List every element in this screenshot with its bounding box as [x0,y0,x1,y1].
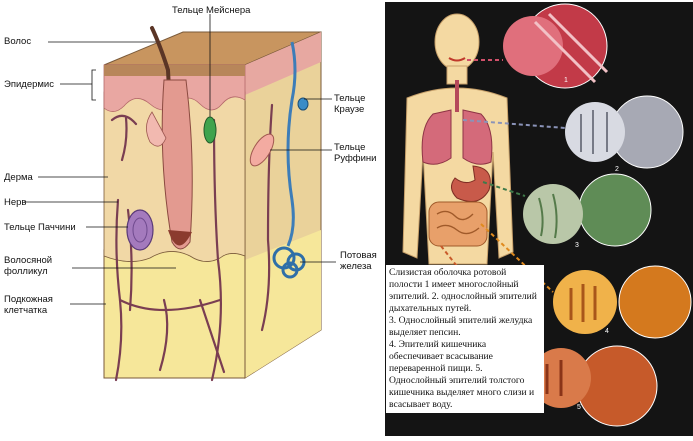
stomach [451,165,491,203]
epithelium-panel: 1 2 3 4 5 [385,2,693,436]
label-dermis: Дерма [4,172,33,183]
epithelium-circle-3 [523,173,652,247]
left-lung [421,109,452,165]
epidermis-top-band [104,65,245,76]
follicle-bulb [168,230,192,246]
label-hair: Волос [4,36,32,47]
hair-shaft [150,26,178,232]
circle-number-5: 5 [577,404,581,411]
krause-bulb [297,97,309,111]
hair-follicle [161,79,193,250]
meissner-corpuscle [203,116,217,144]
epithelium-circle-5 [531,345,658,427]
intestine-coils [436,210,480,235]
label-epidermis: Эпидермис [4,79,54,90]
label-nerve: Нерв [4,197,27,208]
skin-diagram [24,14,336,382]
sweat-gland [272,246,306,279]
label-follicle: Волосяной фолликул [4,255,53,277]
epithelium-circle-1 [503,3,609,89]
label-pacini: Тельце Паччини [4,222,76,233]
side-epidermis [245,32,321,95]
epithelium-circle-4 [553,265,692,339]
right-lung [462,109,493,165]
circle-number-3: 3 [575,242,579,249]
label-sweat-gland: Потовая железа [340,250,377,272]
label-krause: Тельце Краузе [334,93,366,115]
caption-paragraph: 3. Однослойный эпителий желудка выделяет… [389,315,533,338]
intestines [428,201,488,247]
caption-paragraph: Слизистая оболочка ротовой полости 1 име… [389,267,537,314]
pacini-corpuscle [126,209,154,251]
epithelium-circle-2 [565,95,684,169]
body-illustration [402,3,692,427]
circle-number-1: 1 [564,77,568,84]
circle-number-2: 2 [615,166,619,173]
mouth [448,57,466,62]
label-subcutis: Подкожная клетчатка [4,294,53,316]
ruffini-corpuscle [249,133,275,167]
leader-lines [24,41,336,305]
pacini-inner [132,217,148,243]
circle-number-4: 4 [605,328,609,335]
label-meissner: Тельце Мейснера [172,5,251,16]
sebaceous-gland [146,111,167,147]
subcutis-layer [103,249,246,379]
caption-box: Слизистая оболочка ротовой полости 1 име… [386,265,544,413]
label-ruffini: Тельце Руффини [334,142,377,164]
caption-paragraph: 4. Эпителий кишечника обеспечивает всасы… [389,339,535,410]
